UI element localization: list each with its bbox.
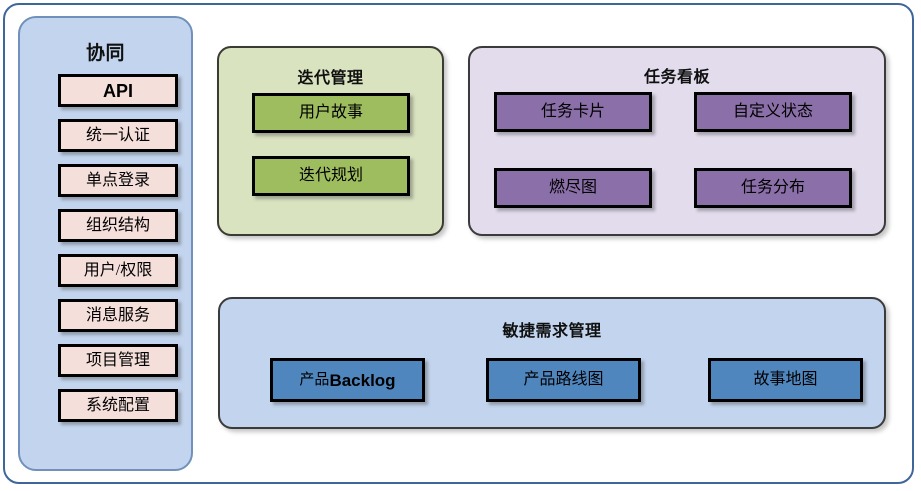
agile-item-product-roadmap[interactable]: 产品路线图 — [486, 358, 641, 402]
panel-task-board: 任务看板 任务卡片 自定义状态 燃尽图 任务分布 — [468, 46, 886, 236]
taskboard-item-custom-status[interactable]: 自定义状态 — [694, 92, 852, 132]
panel-collaboration: 协同 API 统一认证 单点登录 组织结构 用户/权限 消息服务 项目管理 系统… — [18, 16, 193, 471]
agile-item-product-backlog-en: Backlog — [329, 370, 396, 390]
panel-task-board-title: 任务看板 — [643, 69, 710, 86]
iteration-item-iteration-plan[interactable]: 迭代规划 — [252, 156, 410, 196]
sidebar-item-user-permission[interactable]: 用户/权限 — [58, 254, 178, 287]
agile-item-product-backlog-cn: 产品 — [299, 371, 330, 388]
sidebar-item-message-service[interactable]: 消息服务 — [58, 299, 178, 332]
sidebar-item-sso[interactable]: 单点登录 — [58, 164, 178, 197]
sidebar-item-unified-auth[interactable]: 统一认证 — [58, 119, 178, 152]
panel-agile-title: 敏捷需求管理 — [502, 323, 602, 340]
panel-iteration-management: 迭代管理 用户故事 迭代规划 — [217, 46, 444, 236]
taskboard-item-task-distribution[interactable]: 任务分布 — [694, 168, 852, 208]
sidebar-item-org-structure[interactable]: 组织结构 — [58, 209, 178, 242]
sidebar-item-system-config[interactable]: 系统配置 — [58, 389, 178, 422]
sidebar-item-api[interactable]: API — [58, 74, 178, 107]
iteration-item-user-story[interactable]: 用户故事 — [252, 93, 410, 133]
panel-iteration-title: 迭代管理 — [297, 70, 364, 87]
agile-item-story-map[interactable]: 故事地图 — [708, 358, 863, 402]
sidebar-item-project-management[interactable]: 项目管理 — [58, 344, 178, 377]
panel-collaboration-title: 协同 — [85, 43, 125, 64]
taskboard-item-burndown-chart[interactable]: 燃尽图 — [494, 168, 652, 208]
taskboard-item-task-card[interactable]: 任务卡片 — [494, 92, 652, 132]
